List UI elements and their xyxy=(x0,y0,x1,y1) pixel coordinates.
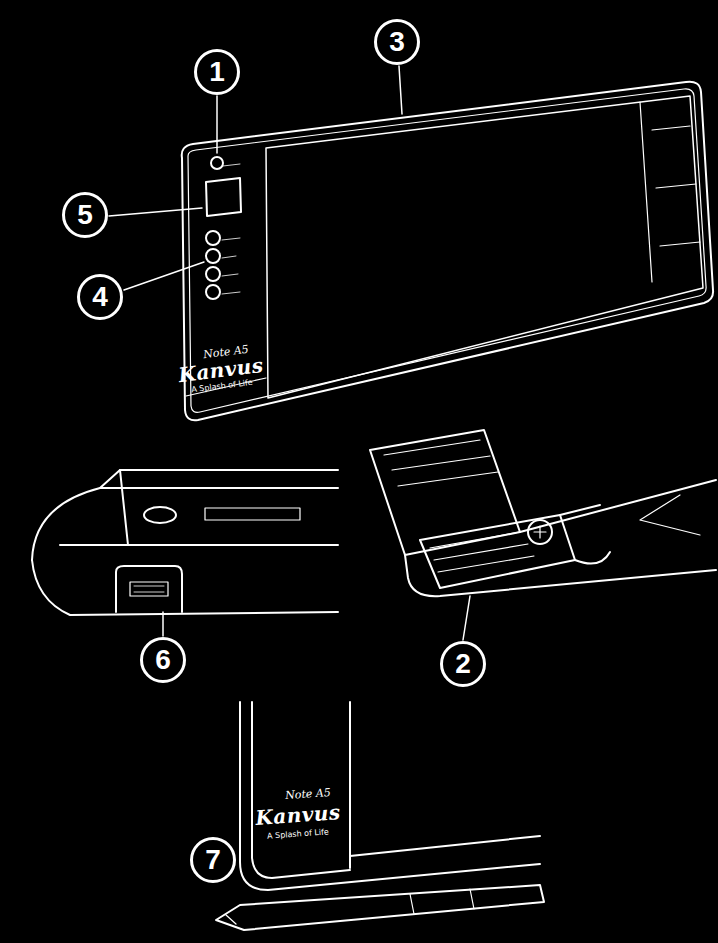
outline-stroke xyxy=(399,66,402,114)
outline-stroke xyxy=(188,89,706,413)
callout-number: 2 xyxy=(440,641,486,687)
outline-stroke xyxy=(640,495,700,535)
callout-number: 7 xyxy=(190,837,236,883)
outline-stroke xyxy=(216,96,218,153)
outline-stroke xyxy=(134,586,164,592)
leader-lines xyxy=(109,66,470,640)
brand-slogan: A Splash of Life xyxy=(267,827,329,840)
outline-stroke xyxy=(205,508,300,520)
outline-stroke xyxy=(350,836,540,856)
callout-number: 5 xyxy=(62,192,108,238)
outline-stroke xyxy=(240,702,540,890)
outline-stroke xyxy=(206,267,220,281)
brand-name: Kanvus xyxy=(255,800,342,830)
outline-stroke xyxy=(206,285,220,299)
outline-stroke xyxy=(349,702,351,868)
outline-stroke xyxy=(430,532,534,572)
outline-stroke xyxy=(32,560,338,615)
outline-stroke xyxy=(222,164,240,294)
model-name: Note A5 xyxy=(285,786,331,802)
callout-number: 6 xyxy=(140,637,186,683)
callout-number: 4 xyxy=(77,274,123,320)
outline-stroke xyxy=(384,440,498,486)
stylus-detail xyxy=(216,702,544,930)
outline-stroke xyxy=(226,889,474,924)
outline-stroke xyxy=(206,231,220,245)
outline-stroke xyxy=(116,566,182,612)
callout-number: 1 xyxy=(194,49,240,95)
outline-stroke xyxy=(463,596,470,640)
battery-compartment-detail xyxy=(370,430,716,596)
outline-stroke xyxy=(520,480,716,564)
outline-stroke xyxy=(216,885,544,930)
outline-stroke xyxy=(252,702,350,878)
outline-stroke xyxy=(144,507,176,523)
outline-stroke xyxy=(206,249,220,263)
outline-stroke xyxy=(32,470,338,560)
outline-stroke xyxy=(211,157,223,169)
callout-number: 3 xyxy=(374,19,420,65)
outline-stroke xyxy=(60,544,338,546)
outline-stroke xyxy=(130,582,168,596)
outline-stroke xyxy=(109,208,202,216)
usb-port-detail xyxy=(32,470,338,615)
outline-stroke xyxy=(420,515,575,588)
outline-stroke xyxy=(405,555,716,596)
outline-stroke xyxy=(162,612,164,636)
outline-stroke xyxy=(206,178,241,216)
outline-stroke xyxy=(640,102,700,282)
outline-stroke xyxy=(120,470,128,545)
outline-stroke xyxy=(124,262,204,290)
outline-stroke xyxy=(266,96,703,398)
outline-stroke xyxy=(100,487,338,489)
